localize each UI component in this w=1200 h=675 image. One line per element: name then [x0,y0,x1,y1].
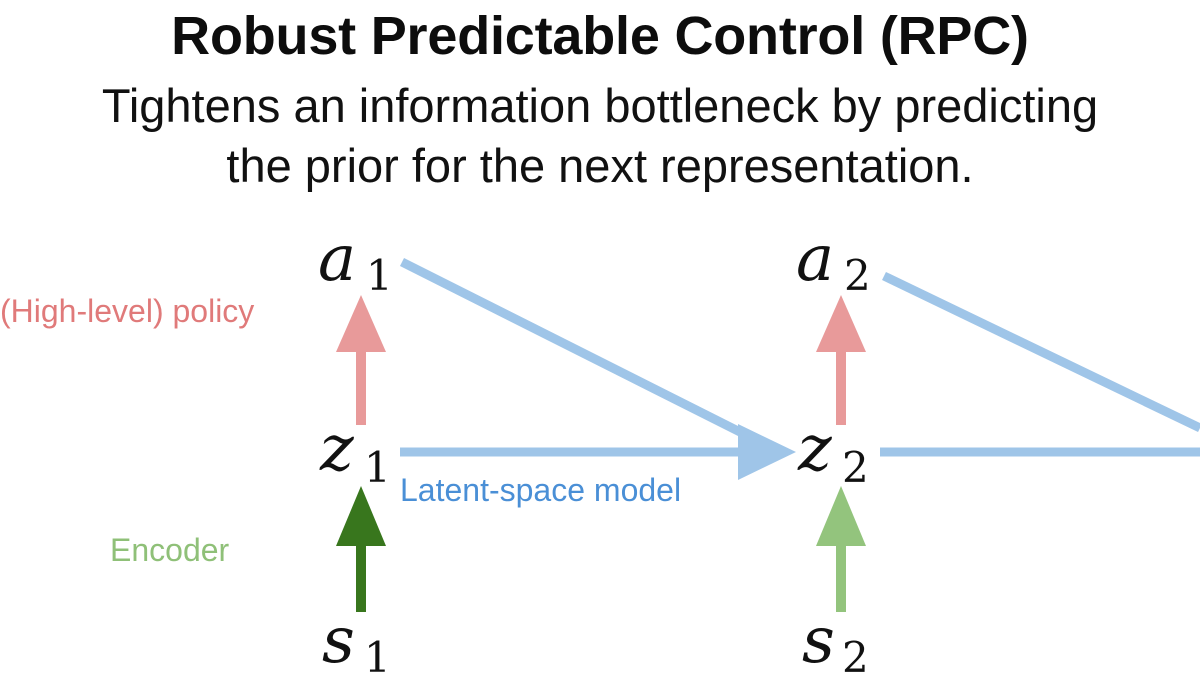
model-arrowhead-z2 [738,424,796,480]
svg-text:1: 1 [364,443,391,492]
policy-arrow-2-head [816,295,866,352]
svg-text:z: z [797,412,833,486]
svg-text:2: 2 [842,443,869,492]
node-s1: s 1 [322,604,391,675]
subtitle-line-1: Tightens an information bottleneck by pr… [101,79,1099,132]
node-a2: a 2 [796,222,871,300]
page-subtitle: Tightens an information bottleneck by pr… [0,76,1200,196]
svg-text:z: z [319,412,355,486]
encoder-arrow-2-head [816,486,866,546]
svg-text:a: a [796,222,834,296]
svg-text:2: 2 [844,251,871,300]
policy-arrow-1-head [336,295,386,352]
subtitle-line-2: the prior for the next representation. [226,139,974,192]
page-title: Robust Predictable Control (RPC) [171,6,1029,66]
node-z1: z 1 [319,412,391,492]
svg-text:s: s [802,604,835,675]
policy-label: (High-level) policy [0,293,254,329]
node-z2: z 2 [797,412,869,492]
encoder-arrow-1-head [336,486,386,546]
node-s2: s 2 [802,604,869,675]
model-label: Latent-space model [400,472,681,508]
svg-text:1: 1 [366,251,393,300]
svg-text:1: 1 [364,633,391,675]
model-arrow-a2-to-next [882,271,1200,433]
svg-text:a: a [318,222,356,296]
svg-text:2: 2 [842,633,869,675]
model-arrow-a1-to-z2 [399,257,749,440]
encoder-label: Encoder [110,532,230,568]
svg-text:s: s [322,604,355,675]
node-a1: a 1 [318,222,393,300]
